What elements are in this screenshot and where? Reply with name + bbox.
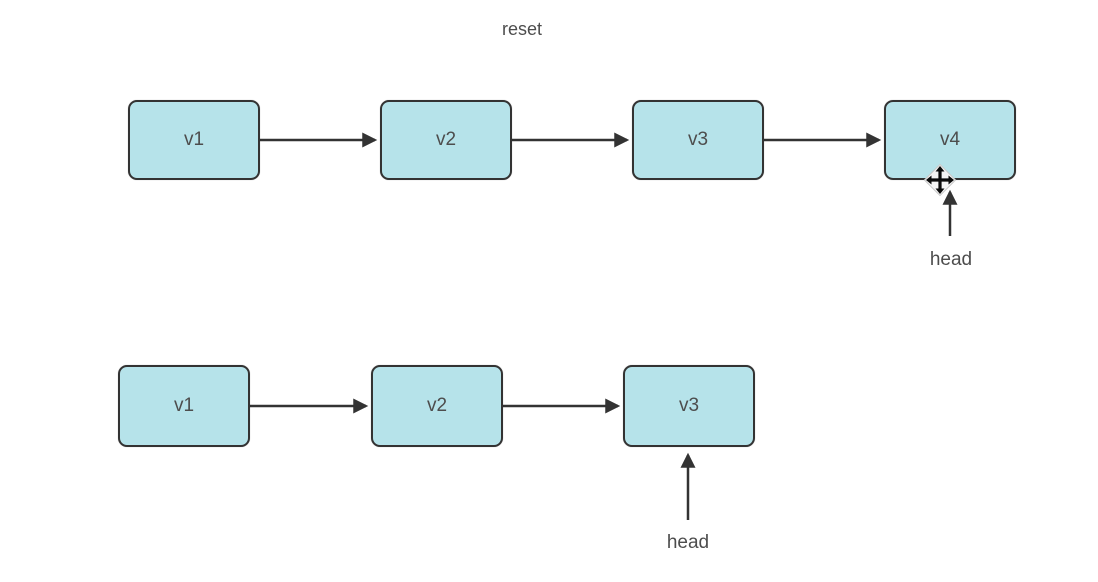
node-label: v2 [426,395,448,416]
head-label-top: head [929,249,973,270]
node-label: v3 [687,129,709,150]
head-label-bottom: head [666,532,710,553]
bottom-list-node-v1[interactable]: v1 [118,365,250,447]
reset-annotation: reset [501,19,543,39]
node-label: v1 [173,395,195,416]
bottom-list-node-v3[interactable]: v3 [623,365,755,447]
node-label: v2 [435,129,457,150]
top-list-node-v1[interactable]: v1 [128,100,260,180]
node-label: v3 [678,395,700,416]
top-list-node-v2[interactable]: v2 [380,100,512,180]
node-label: v4 [939,129,961,150]
top-list-node-v4[interactable]: v4 [884,100,1016,180]
top-list-node-v3[interactable]: v3 [632,100,764,180]
node-label: v1 [183,129,205,150]
bottom-list-node-v2[interactable]: v2 [371,365,503,447]
